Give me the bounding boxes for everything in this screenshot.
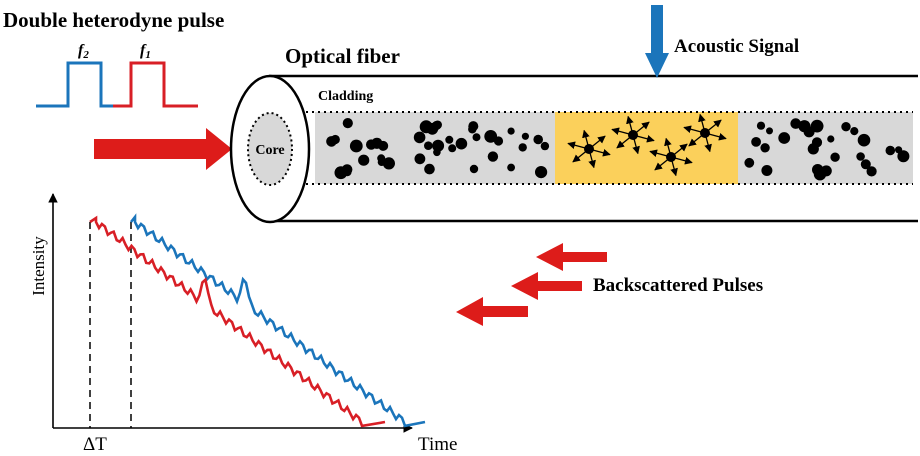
optical-fiber: Optical fiber Core Cladding (229, 44, 918, 224)
particle (885, 145, 896, 156)
particle (533, 134, 543, 145)
particle (507, 163, 515, 172)
backscattered-label: Backscattered Pulses (593, 275, 763, 296)
acoustic-zone (555, 112, 738, 184)
time-label: Time (418, 434, 457, 455)
particle (751, 137, 761, 147)
particle (448, 144, 457, 153)
particle (540, 141, 550, 151)
particle (487, 151, 499, 162)
particle (445, 135, 454, 144)
particle (899, 153, 908, 162)
f2-backscatter-trace (129, 213, 426, 428)
backscatter-arrows (456, 243, 607, 326)
intensity-label: Intensity (29, 236, 48, 296)
particle (484, 130, 498, 143)
scatter-events (567, 113, 727, 177)
acoustic-signal-label: Acoustic Signal (674, 36, 799, 57)
particle (469, 164, 479, 174)
f2-label: f2 (78, 42, 89, 61)
particle (803, 126, 815, 138)
pulse-title: Double heterodyne pulse (3, 8, 224, 32)
left-arrow-icon (456, 297, 528, 326)
particle (841, 122, 851, 132)
delta-t-label: ΔT (83, 434, 107, 455)
particle (866, 166, 877, 177)
cladding-label: Cladding (318, 89, 373, 104)
particle (382, 157, 395, 170)
particle (761, 165, 773, 176)
particle (812, 164, 824, 176)
right-arrow-icon (94, 128, 232, 170)
optical-fiber-label: Optical fiber (285, 44, 400, 68)
particle (432, 139, 445, 152)
particle (342, 118, 353, 129)
down-arrow-icon (645, 5, 669, 78)
particle (326, 136, 337, 147)
starburst-icon (649, 137, 693, 177)
particle (756, 121, 766, 130)
particle (860, 159, 871, 170)
particle (413, 131, 426, 144)
particle (414, 153, 426, 165)
particle (856, 152, 865, 161)
particle (760, 143, 770, 153)
particle (895, 146, 903, 154)
particle (827, 135, 835, 143)
starburst-icon (567, 129, 611, 169)
particle (431, 120, 442, 131)
particle (778, 132, 791, 144)
particle (535, 166, 548, 179)
intensity-plot: Intensity Time ΔT (29, 193, 457, 455)
particle (857, 133, 871, 147)
particle (830, 152, 840, 162)
starburst-icon (683, 113, 727, 153)
particle (766, 127, 773, 135)
particle (744, 157, 755, 168)
core-end (247, 112, 293, 186)
f1-label: f1 (140, 42, 151, 61)
particle (424, 141, 433, 150)
particle (424, 163, 435, 175)
scattering-particles (326, 118, 910, 181)
particle (518, 143, 527, 152)
particle (507, 127, 515, 135)
particle (349, 139, 363, 153)
particle (455, 137, 468, 150)
particle (343, 167, 352, 177)
starburst-icon (611, 115, 655, 155)
particle (521, 132, 530, 140)
f1-backscatter-trace (89, 215, 386, 428)
left-arrow-icon (511, 272, 582, 300)
particle (807, 143, 819, 155)
double-pulse-sketch: f2 f1 (36, 42, 198, 108)
particle (371, 137, 383, 149)
particle (790, 118, 801, 129)
left-arrow-icon (536, 243, 607, 271)
particle (468, 125, 477, 134)
particle (850, 127, 859, 136)
core-label: Core (255, 143, 284, 158)
f1-pulse (113, 61, 198, 108)
f2-pulse (36, 61, 113, 108)
particle (358, 154, 370, 166)
particle (472, 133, 481, 142)
